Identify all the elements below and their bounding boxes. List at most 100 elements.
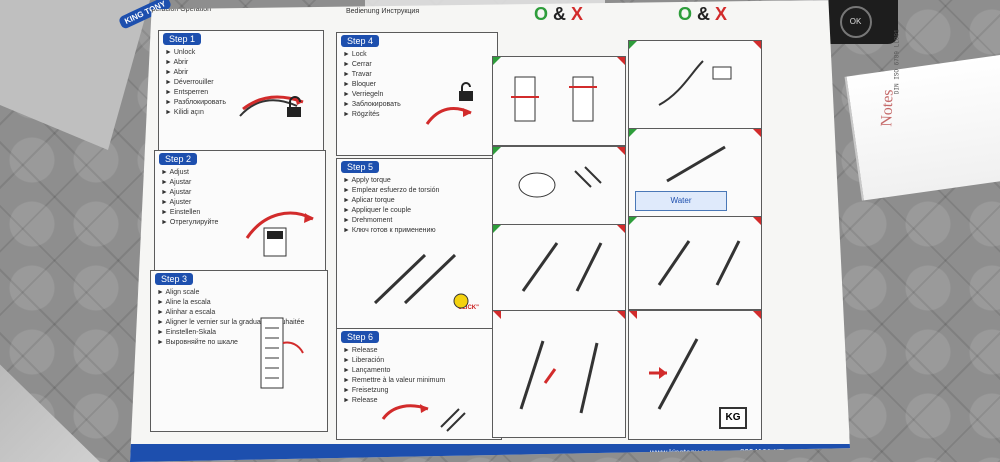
- step2-title: Step 2: [159, 153, 198, 165]
- step4-panel: Step 4 ► Lock ► Cerrar ► Travar ► Bloque…: [336, 32, 498, 156]
- kg-box: KG: [719, 407, 747, 429]
- step3-line-1: ► Align scale: [157, 289, 200, 296]
- release-illustration-icon: [381, 404, 466, 432]
- wrong-corner-icon: [617, 225, 625, 233]
- ok-corner-icon: [629, 41, 637, 49]
- ok-vs-wrong-right: O & X: [678, 4, 727, 25]
- instruction-sheet: Operación Opération Step 1 ► Unlock ► Ab…: [130, 0, 850, 462]
- middle-operation-title: Bedienung Инструкция: [346, 8, 420, 15]
- amp-right-symbol: &: [697, 4, 711, 24]
- step2-line-1: ► Adjust: [161, 169, 189, 176]
- step3-line-6: ► Выровняйте по шкале: [157, 339, 238, 346]
- scale-ok-wrong-icon: [511, 76, 597, 122]
- lock-illustration-icon: [425, 82, 473, 125]
- step1-panel: Step 1 ► Unlock ► Abrir ► Abrir ► Déverr…: [158, 30, 324, 152]
- step2-line-5: ► Einstellen: [161, 209, 201, 216]
- ok-right-symbol: O: [678, 4, 693, 24]
- remote-ok-button: OK: [839, 6, 872, 38]
- step6-line-1: ► Release: [343, 347, 378, 354]
- ok-corner-icon: [493, 225, 501, 233]
- wrong-corner-icon: [753, 311, 761, 319]
- click-label: "CLICK": [454, 305, 479, 311]
- step2-line-2: ► Ajustar: [161, 179, 192, 186]
- torque-illustration-icon: [373, 253, 469, 309]
- ok-corner-icon: [493, 147, 501, 155]
- ok-corner-icon: [629, 217, 637, 225]
- scale-illustration-icon: [260, 317, 304, 389]
- wrong-corner-icon: [753, 129, 761, 137]
- sheet-content: Operación Opération Step 1 ► Unlock ► Ab…: [130, 0, 850, 462]
- step1-line-3: ► Abrir: [165, 69, 189, 76]
- amp-left-symbol: &: [553, 4, 567, 24]
- wrong-corner-icon: [493, 311, 501, 319]
- ox-panel-4: Water: [628, 128, 762, 218]
- pipe-title: Notes: [878, 89, 897, 128]
- unlock-illustration-icon: [239, 95, 304, 117]
- step3-line-2: ► Aline la escala: [157, 299, 211, 306]
- wrong-corner-icon: [629, 311, 637, 319]
- step1-line-5: ► Entsperren: [165, 89, 209, 96]
- step5-line-6: ► Ключ готов к применению: [343, 227, 436, 234]
- ok-corner-icon: [493, 57, 501, 65]
- tool-position-icon: [657, 240, 741, 286]
- wrong-corner-icon: [617, 147, 625, 155]
- step6-line-6: ► Release: [343, 397, 378, 404]
- step1-line-2: ► Abrir: [165, 59, 189, 66]
- ox-panel-7: [492, 310, 626, 438]
- wrong-left-symbol: X: [571, 4, 584, 24]
- water-warning-icon: [666, 145, 726, 183]
- step3-line-5: ► Einstellen-Skala: [157, 329, 217, 336]
- impact-warning-icon: [519, 340, 599, 414]
- step4-line-6: ► Заблокировать: [343, 101, 401, 108]
- step4-line-7: ► Rögzítés: [343, 111, 380, 118]
- step4-line-5: ► Verriegeln: [343, 91, 384, 98]
- step6-line-3: ► Lançamento: [343, 367, 391, 374]
- adjust-illustration-icon: [245, 211, 314, 257]
- wrong-corner-icon: [753, 217, 761, 225]
- lubrication-illustration-icon: [658, 60, 732, 106]
- water-label: Water: [635, 191, 727, 211]
- pipe-code: DIN ISO 6789 LL001: [893, 29, 901, 95]
- step1-line-1: ► Unlock: [165, 49, 196, 56]
- step6-panel: Step 6 ► Release ► Liberación ► Lançamen…: [336, 328, 502, 440]
- step5-line-4: ► Appliquer le couple: [343, 207, 412, 214]
- left-operation-title: Operación Opération: [146, 6, 211, 13]
- step2-line-6: ► Отрегулируйте: [161, 219, 219, 226]
- step4-line-2: ► Cerrar: [343, 61, 372, 68]
- white-pipe: Notes DIN ISO 6789 LL001: [844, 29, 1000, 201]
- step1-line-6: ► Разблокировать: [165, 99, 226, 106]
- step4-line-3: ► Travar: [343, 71, 372, 78]
- step6-title: Step 6: [341, 331, 380, 343]
- ox-panel-1: [492, 56, 626, 146]
- step4-line-1: ► Lock: [343, 51, 367, 58]
- ox-panel-6: [628, 216, 762, 310]
- ok-corner-icon: [629, 129, 637, 137]
- step5-title: Step 5: [341, 161, 380, 173]
- step3-panel: Step 3 ► Align scale ► Aline la escala ►…: [150, 270, 328, 432]
- wrong-corner-icon: [753, 41, 761, 49]
- extension-illustration-icon: [521, 242, 603, 292]
- step5-line-5: ► Drehmoment: [343, 217, 393, 224]
- step5-panel: Step 5 ► Apply torque ► Emplear esfuerzo…: [336, 158, 498, 330]
- wrong-corner-icon: [617, 311, 625, 319]
- step3-line-3: ► Alinhar a escala: [157, 309, 216, 316]
- step2-line-3: ► Ajustar: [161, 189, 192, 196]
- ox-panel-5: [492, 224, 626, 312]
- step6-line-2: ► Liberación: [343, 357, 385, 364]
- step3-line-4: ► Aligner le vernier sur la graduation s…: [157, 319, 305, 326]
- wrong-corner-icon: [617, 57, 625, 65]
- step6-line-4: ► Remettre à la valeur minimum: [343, 377, 446, 384]
- step4-title: Step 4: [341, 35, 380, 47]
- step1-title: Step 1: [163, 33, 202, 45]
- step5-line-3: ► Aplicar torque: [343, 197, 395, 204]
- step4-line-4: ► Bloquer: [343, 81, 377, 88]
- step5-line-1: ► Apply torque: [343, 177, 391, 184]
- step2-panel: Step 2 ► Adjust ► Ajustar ► Ajustar ► Aj…: [154, 150, 326, 272]
- ok-vs-wrong-left: O & X: [534, 4, 583, 25]
- step3-title: Step 3: [155, 273, 194, 285]
- ox-panel-3: [492, 146, 626, 226]
- wrong-right-symbol: X: [715, 4, 728, 24]
- ox-panel-8: KG: [628, 310, 762, 440]
- step1-line-7: ► Kilidi açın: [165, 109, 204, 116]
